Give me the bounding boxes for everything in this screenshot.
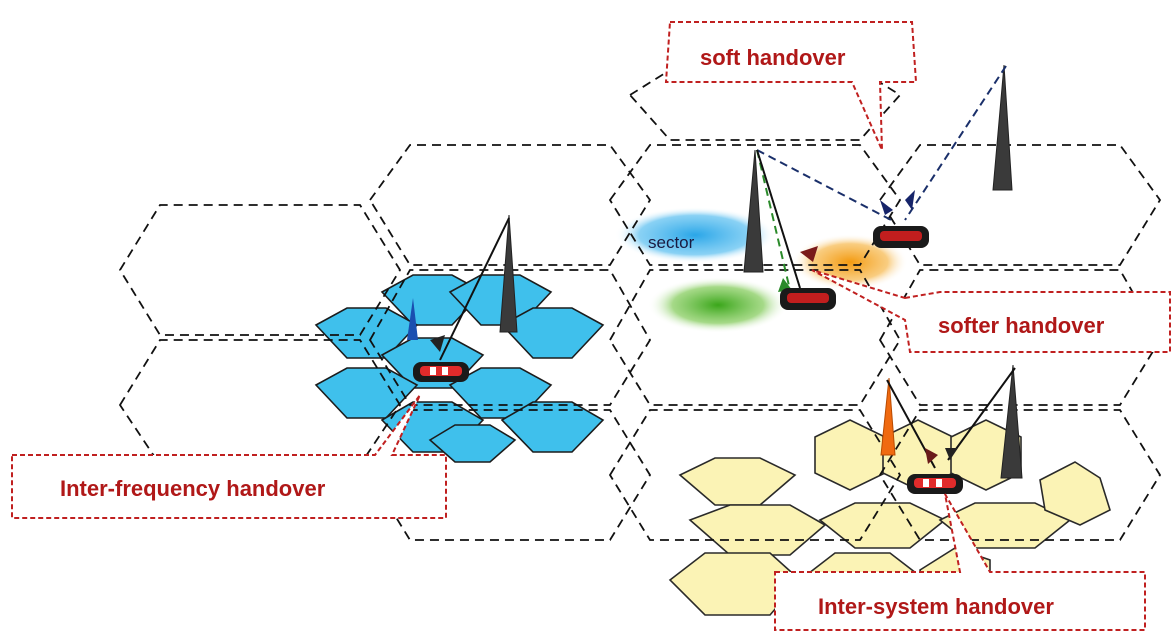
vehicle-icon — [907, 474, 963, 494]
soft-handover-label: soft handover — [700, 45, 846, 70]
inter-system-handover-callout: Inter-system handover — [774, 493, 1146, 631]
sector-orange-coverage — [792, 234, 908, 290]
inter-frequency-handover-callout: Inter-frequency handover — [11, 394, 447, 519]
antenna-tower-icon — [407, 298, 418, 340]
antenna-tower-icon — [743, 149, 764, 273]
yellow-cell-cluster — [668, 419, 1111, 616]
vehicle-icon — [413, 362, 469, 382]
radio-links — [439, 65, 1016, 469]
antenna-tower-icon — [1000, 364, 1023, 479]
vehicle-icon — [873, 226, 929, 248]
sector-label: sector — [648, 233, 695, 252]
inter-system-handover-label: Inter-system handover — [818, 594, 1054, 619]
softer-handover-callout: softer handover — [811, 269, 1171, 353]
antenna-tower-icon — [992, 64, 1013, 191]
soft-handover-callout: soft handover — [664, 21, 918, 151]
softer-handover-label: softer handover — [938, 313, 1105, 338]
sector-green-coverage — [648, 277, 788, 333]
inter-frequency-handover-label: Inter-frequency handover — [60, 476, 326, 501]
antenna-tower-icon — [499, 214, 518, 333]
vehicle-icon — [780, 288, 836, 310]
sector-blue-coverage — [615, 207, 775, 263]
antenna-tower-icon — [880, 377, 896, 456]
